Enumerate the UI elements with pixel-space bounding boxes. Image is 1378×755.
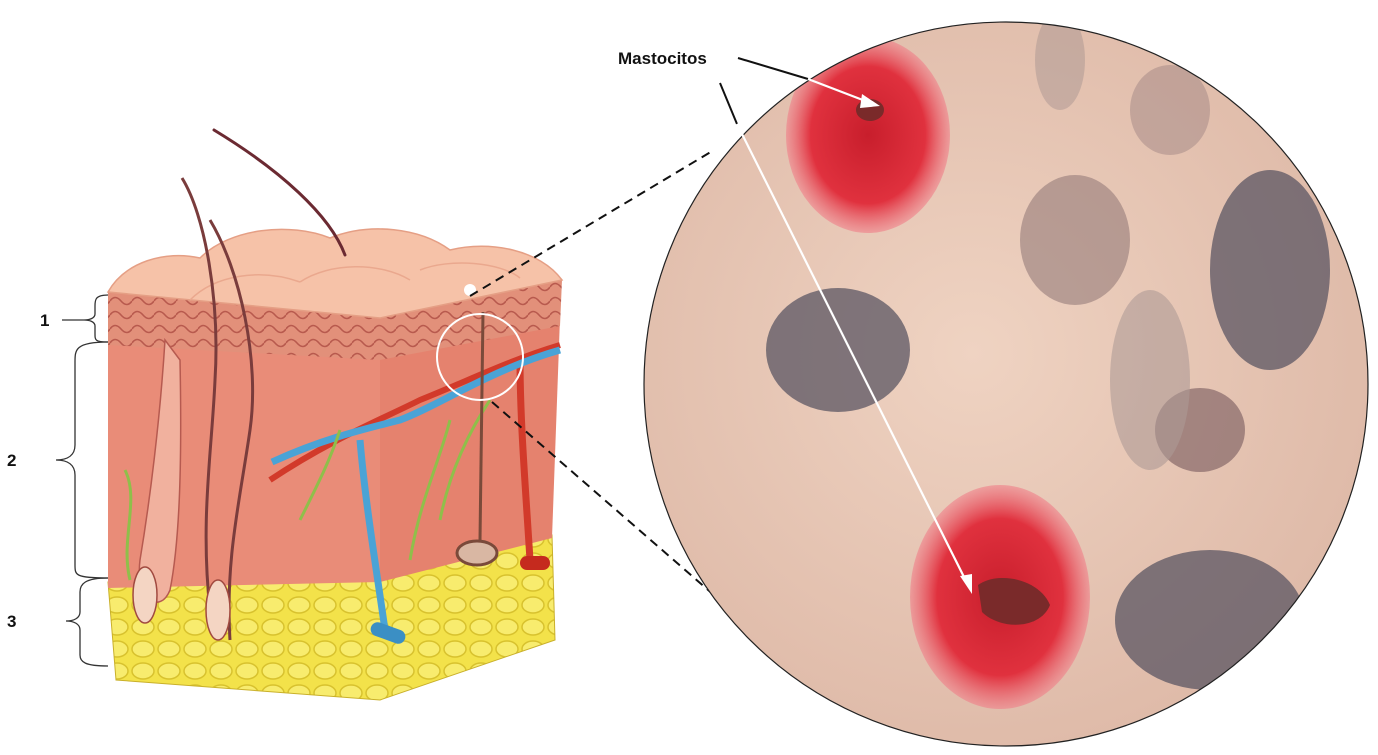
callout-label-mastocitos: Mastocitos	[618, 49, 707, 68]
mast-cell-lower	[910, 485, 1090, 709]
layer-brackets: 1 2 3	[7, 295, 108, 666]
layer-label-3: 3	[7, 612, 16, 631]
layer-label-2: 2	[7, 451, 16, 470]
micrograph-magnified-view	[640, 10, 1378, 755]
skin-block-illustration	[108, 130, 562, 700]
mast-cell-upper	[786, 37, 950, 233]
layer-label-1: 1	[40, 311, 49, 330]
